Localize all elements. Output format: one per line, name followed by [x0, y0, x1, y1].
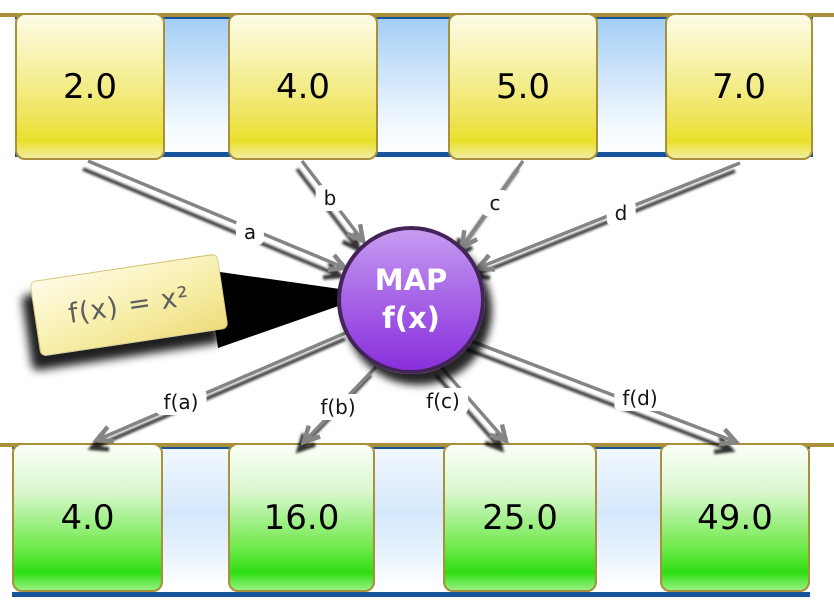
arrow-head: [92, 425, 115, 444]
input-value-c: 5.0: [495, 66, 551, 107]
arrow-line: [96, 329, 351, 442]
output-value-fa: 4.0: [60, 497, 115, 538]
arrow-line: [470, 339, 737, 444]
map-node-title: MAP: [374, 263, 448, 298]
arrow-label-b: b: [315, 185, 345, 211]
output-value-fb: 16.0: [263, 497, 340, 538]
input-value-d: 7.0: [711, 66, 767, 107]
map-node: MAP f(x): [337, 226, 485, 374]
arrow-label-fd: f(d): [614, 385, 666, 411]
input-value-a: 2.0: [62, 66, 118, 107]
output-box-fa: 4.0: [12, 443, 163, 592]
input-strip-gold-border: [0, 13, 834, 17]
arrow-label-d: d: [606, 200, 636, 226]
arrow-label-a: a: [235, 219, 265, 245]
arrow-head: [300, 425, 321, 446]
arrow-head: [346, 223, 366, 245]
formula-text: f(x) = x²: [66, 280, 192, 330]
arrow-line: [87, 159, 346, 270]
arrow-label-fc: f(c): [418, 388, 468, 414]
output-value-fd: 49.0: [697, 497, 773, 538]
input-value-b: 4.0: [275, 66, 331, 107]
arrow-head: [489, 423, 510, 445]
arrow-line: [439, 365, 508, 443]
input-box-d: 7.0: [665, 13, 813, 160]
arrow-head: [718, 427, 741, 447]
output-box-fd: 49.0: [660, 443, 810, 592]
arrow-label-c: c: [481, 190, 509, 216]
output-strip-gold-border: [0, 443, 834, 447]
output-box-fc: 25.0: [443, 443, 597, 592]
output-value-fc: 25.0: [482, 497, 558, 538]
input-box-b: 4.0: [228, 13, 378, 160]
arrow-label-fb: f(b): [312, 394, 364, 420]
output-box-fb: 16.0: [228, 443, 375, 592]
input-box-a: 2.0: [15, 13, 165, 160]
input-box-c: 5.0: [448, 13, 598, 160]
arrow-label-fa: f(a): [155, 389, 207, 415]
map-node-fx: f(x): [382, 301, 440, 335]
note-callout-triangle: [206, 270, 347, 348]
